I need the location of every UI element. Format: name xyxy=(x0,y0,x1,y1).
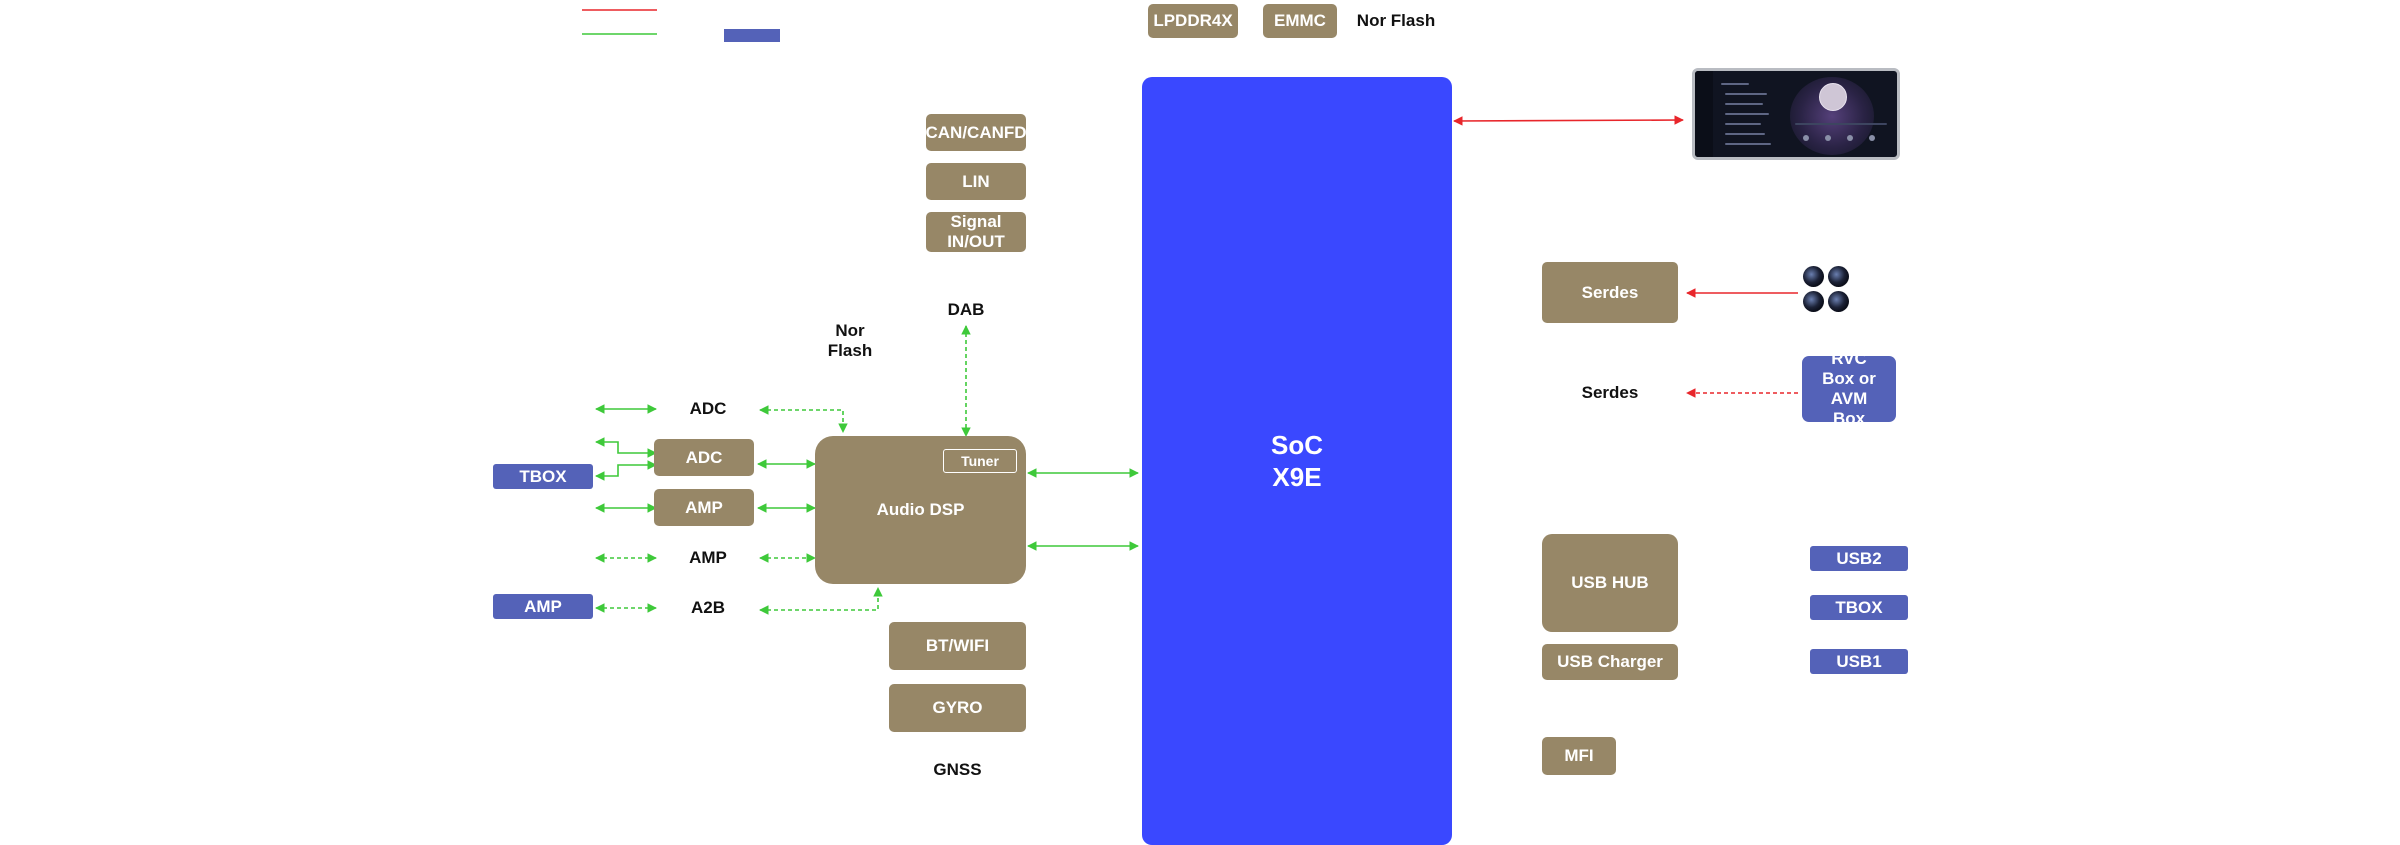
adc-label: ADC xyxy=(689,399,727,418)
amp-label: AMP xyxy=(689,548,727,567)
lin-block: LIN xyxy=(926,163,1026,200)
rvc-avm-box-block: RVC Box or AVM Box xyxy=(1802,349,1896,428)
serdes-label: Serdes xyxy=(1581,383,1639,402)
tbox-right-block: TBOX xyxy=(1810,595,1908,620)
infotainment-display-icon xyxy=(1692,68,1900,160)
tuner-block: Tuner xyxy=(943,449,1017,473)
usb1-block: USB1 xyxy=(1810,649,1908,674)
soc-line1: SoC xyxy=(1271,430,1323,460)
audio-dsp-block: Audio DSP xyxy=(815,436,1026,584)
link-adc-block-top xyxy=(595,437,657,458)
nor-flash-top-label: Nor Flash xyxy=(1356,11,1436,30)
soc-line2: X9E xyxy=(1272,462,1322,492)
dab-label: DAB xyxy=(947,300,985,319)
camera-cluster-icon xyxy=(1803,266,1855,318)
nor-flash-audio-label: Nor Flash xyxy=(827,321,873,360)
usb2-block: USB2 xyxy=(1810,546,1908,571)
gnss-label: GNSS xyxy=(933,760,982,779)
link-soc-display xyxy=(1453,115,1684,126)
legend-blue-swatch xyxy=(724,29,780,42)
lpddr4x-block: LPDDR4X xyxy=(1148,4,1238,38)
mfi-block: MFI xyxy=(1542,737,1616,775)
tbox-left-block: TBOX xyxy=(493,464,593,489)
amp-external-block: AMP xyxy=(493,594,593,619)
link-a2b-dsp xyxy=(759,587,883,615)
adc-block: ADC xyxy=(654,439,754,476)
link-adc-text-dsp xyxy=(759,405,848,433)
serdes-block: Serdes xyxy=(1542,262,1678,323)
a2b-label: A2B xyxy=(690,598,725,617)
signal-in-out-block: Signal IN/OUT xyxy=(926,212,1026,252)
bt-wifi-block: BT/WIFI xyxy=(889,622,1026,670)
gyro-block: GYRO xyxy=(889,684,1026,732)
can-canfd-block: CAN/CANFD xyxy=(925,114,1027,151)
usb-charger-block: USB Charger xyxy=(1542,644,1678,680)
soc-x9e-block: SoC X9E xyxy=(1142,77,1452,845)
emmc-block: EMMC xyxy=(1263,4,1337,38)
usb-hub-block: USB HUB xyxy=(1542,534,1678,632)
link-tbox-adc xyxy=(595,460,657,481)
amp-block: AMP xyxy=(654,489,754,526)
